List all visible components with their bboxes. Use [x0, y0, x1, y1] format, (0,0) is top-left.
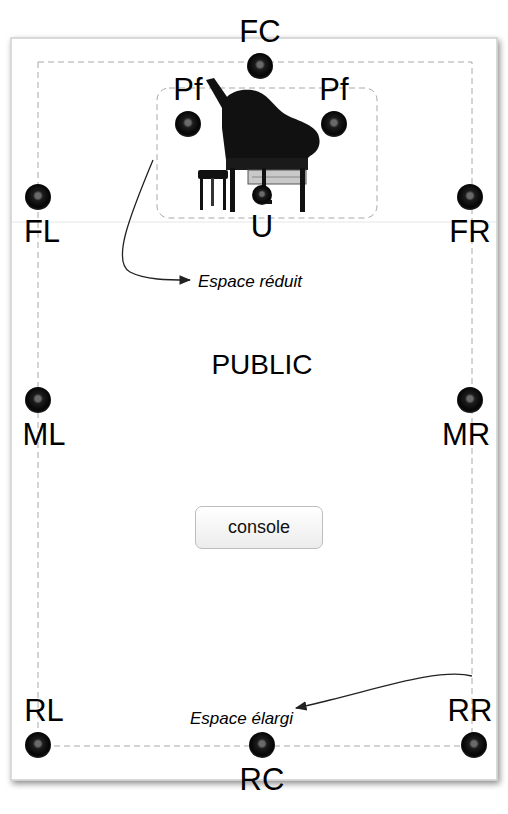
reduced-space-arrow: [122, 160, 190, 280]
speaker-label: RC: [240, 764, 285, 795]
speaker: Pf: [321, 111, 347, 137]
grand-piano: [198, 78, 320, 212]
speaker-label: FR: [449, 216, 490, 247]
speaker: FL: [25, 184, 51, 210]
console-box: console: [195, 506, 323, 549]
speaker-label: RR: [448, 695, 493, 726]
speaker: RL: [25, 732, 51, 758]
room-panel: [11, 38, 497, 780]
speaker-label: U: [251, 211, 273, 242]
speaker-label: FC: [239, 16, 280, 47]
speaker: RC: [249, 732, 275, 758]
area-label: PUBLIC: [211, 348, 312, 382]
speaker: FR: [457, 184, 483, 210]
speaker-label: RL: [24, 695, 64, 726]
space-label: Espace élargi: [190, 709, 293, 729]
space-label: Espace réduit: [198, 272, 302, 292]
speaker-label: ML: [22, 419, 65, 450]
wide-space-arrow: [296, 674, 472, 708]
speaker-label: Pf: [319, 74, 348, 105]
speaker: Pf: [175, 111, 201, 137]
reduced-space-outline: [157, 88, 377, 218]
speaker: FC: [247, 53, 273, 79]
speaker-label: FL: [24, 216, 60, 247]
speaker: RR: [461, 732, 487, 758]
wide-space-outline: [38, 62, 472, 746]
speaker-label: Pf: [173, 74, 202, 105]
speaker-label: MR: [442, 419, 490, 450]
speaker: ML: [25, 387, 51, 413]
speaker: U: [252, 185, 272, 205]
speaker: MR: [457, 387, 483, 413]
console-label: console: [228, 517, 290, 538]
